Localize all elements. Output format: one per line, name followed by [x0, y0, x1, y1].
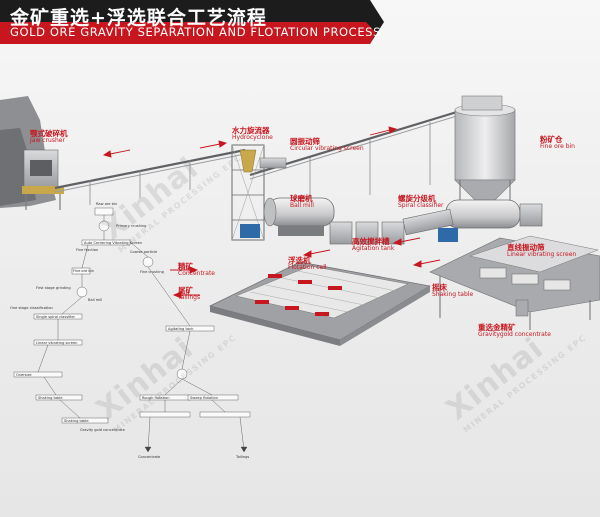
flow-node: Coarse particle [130, 250, 158, 254]
flow-node: Auto Centering Vibrating Screen [84, 241, 143, 245]
agitation-tanks [329, 221, 405, 245]
flow-node: Rough flotation [142, 396, 170, 400]
title-band-shape [0, 0, 384, 44]
flow-node: Concentrate [138, 455, 161, 459]
main-conveyor [54, 148, 246, 205]
flotation-platform [208, 261, 431, 346]
ball-mill-center [240, 197, 335, 238]
flow-node: Primary crushing [116, 224, 147, 228]
flow-node: Single spiral classifier [36, 315, 76, 319]
flow-node: Fine fraction [76, 248, 99, 252]
flow-arrows [102, 126, 441, 299]
flow-node: Gravity gold concentrate [80, 428, 125, 432]
flow-node: Oversize [16, 373, 32, 377]
flow-node: Fine ore bin [73, 269, 94, 273]
silo-conveyor [249, 106, 471, 200]
shaking-table-platform [429, 235, 600, 330]
hydrocyclone-tower [231, 144, 287, 241]
flow-node: Shaking table [64, 419, 89, 423]
title-band: 金矿重选+浮选联合工艺流程 GOLD ORE GRAVITY SEPARATIO… [0, 0, 388, 44]
page-subtitle: GOLD ORE GRAVITY SEPARATION AND FLOTATIO… [10, 25, 381, 39]
process-flowchart [13, 207, 251, 453]
flow-node: Linear vibrating screen [36, 341, 78, 345]
flow-node: First stage grinding [36, 286, 71, 290]
fine-ore-silo [454, 95, 516, 215]
flow-node: Shaking table [38, 396, 63, 400]
right-mill-group [402, 199, 543, 242]
flow-node: Agitating tank [168, 327, 194, 331]
flow-node: Raw ore bin [96, 202, 118, 206]
flow-node: Sweep flotation [190, 396, 219, 400]
jaw-crusher-unit [22, 149, 64, 210]
flow-node: One stage classification [10, 306, 53, 310]
flow-node: Tailings [236, 455, 250, 459]
flow-node: Fine crushing [140, 270, 164, 274]
page-title: 金矿重选+浮选联合工艺流程 [10, 7, 267, 29]
flow-node: Ball mill [88, 298, 103, 302]
